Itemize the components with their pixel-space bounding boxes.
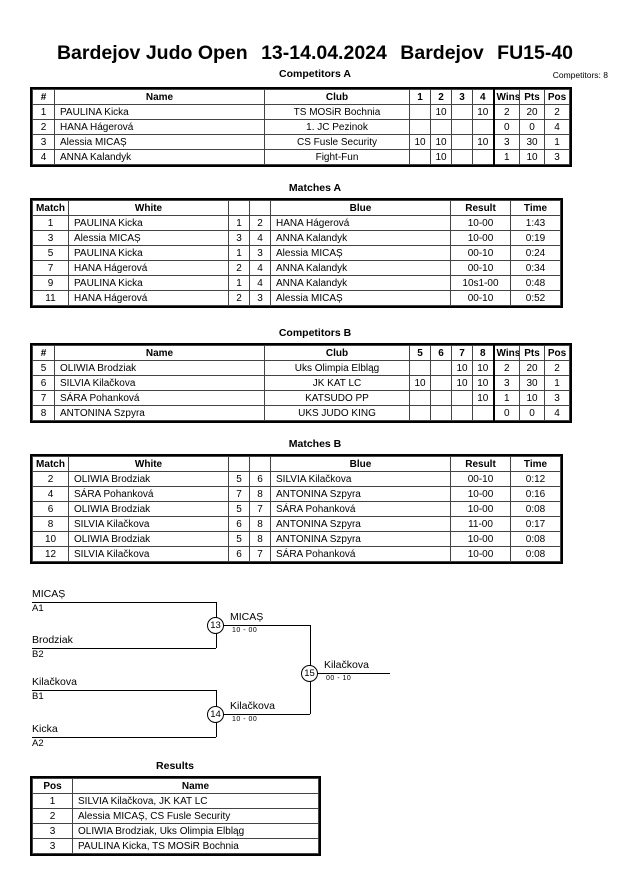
bracket-semifinal-score: 10 - 00 <box>232 627 258 634</box>
bracket-semifinal-winner: Kilačkova <box>230 700 275 712</box>
cell-pos: 4 <box>544 405 570 421</box>
bracket-final-winner: Kilačkova <box>324 659 369 671</box>
section-caption-results: Results <box>156 760 194 772</box>
section-caption-matches-a: Matches A <box>288 182 342 194</box>
cell-blue-name: SÁRA Pohanková <box>270 546 451 562</box>
bracket-entrant-name: Kicka <box>32 723 58 735</box>
bracket-entrant-line <box>32 602 216 603</box>
event-place: Bardejov <box>400 42 484 64</box>
cell-time: 0:52 <box>510 290 561 306</box>
cell-pos: 3 <box>544 149 570 165</box>
bracket-entrant-seed: A1 <box>32 603 44 614</box>
cell-pos: 2 <box>32 808 73 824</box>
cell-name: PAULINA Kicka, TS MOSiR Bochnia <box>72 838 319 854</box>
column-header-name: Name <box>72 778 319 794</box>
column-header-pos: Pos <box>32 778 73 794</box>
cell-club: Fight-Fun <box>264 149 410 165</box>
event-category: FU15-40 <box>497 42 574 64</box>
column-header-pos: Pos <box>544 89 570 105</box>
cell-pos: 1 <box>32 793 73 809</box>
bracket-final-score: 00 - 10 <box>326 675 352 682</box>
cell-name: OLIWIA Brodziak, Uks Olimpia Elbląg <box>72 823 319 839</box>
cell-name: ANNA Kalandyk <box>54 149 265 165</box>
cell-name: Alessia MICAȘ, CS Fusle Security <box>72 808 319 824</box>
bracket-entrant-line <box>32 690 216 691</box>
section-caption-competitors-a: Competitors A <box>279 68 351 80</box>
document-title: Bardejov Judo Open 13-14.04.2024 Bardejo… <box>0 42 630 65</box>
cell-blue-seed: 7 <box>249 546 271 562</box>
cell-name: SILVIA Kilačkova, JK KAT LC <box>72 793 319 809</box>
section-caption-matches-b: Matches B <box>288 438 342 450</box>
cell-pos: 1 <box>544 375 570 391</box>
bracket-match-number: 13 <box>207 617 224 634</box>
event-name: Bardejov Judo Open <box>56 42 248 64</box>
bracket-entrant-line <box>32 648 216 649</box>
bracket-match-number: 14 <box>207 706 224 723</box>
bracket-entrant-name: MICAȘ <box>32 588 66 600</box>
bracket-entrant-seed: A2 <box>32 738 44 749</box>
cell-white-name: HANA Hágerová <box>68 290 229 306</box>
cell-number: 8 <box>32 405 55 421</box>
cell-white-name: SILVIA Kilačkova <box>68 546 229 562</box>
cell-time: 0:08 <box>510 546 561 562</box>
event-dates: 13-14.04.2024 <box>261 42 387 64</box>
bracket-final-winner-line <box>310 673 390 674</box>
cell-match-number: 12 <box>32 546 69 562</box>
cell-time: 0:16 <box>510 486 561 502</box>
bracket-match-number-final: 15 <box>301 665 318 682</box>
bracket-semifinal-score: 10 - 00 <box>232 716 258 723</box>
cell-pos: 3 <box>32 838 73 854</box>
bracket-entrant-line <box>32 737 216 738</box>
cell-pos: 3 <box>32 823 73 839</box>
section-caption-competitors-b: Competitors B <box>278 327 352 339</box>
cell-white-seed: 2 <box>228 290 250 306</box>
competitors-count: Competitors: 8 <box>552 70 608 80</box>
cell-blue-seed: 3 <box>249 290 271 306</box>
bracket-entrant-seed: B1 <box>32 691 44 702</box>
bracket-entrant-name: Brodziak <box>32 634 73 646</box>
bracket-semifinal-winner-line <box>216 625 310 626</box>
bracket-semifinal-winner-line <box>216 714 310 715</box>
bracket-entrant-name: Kilačkova <box>32 676 77 688</box>
bracket-semifinal-winner: MICAȘ <box>230 611 264 623</box>
bracket-entrant-seed: B2 <box>32 649 44 660</box>
